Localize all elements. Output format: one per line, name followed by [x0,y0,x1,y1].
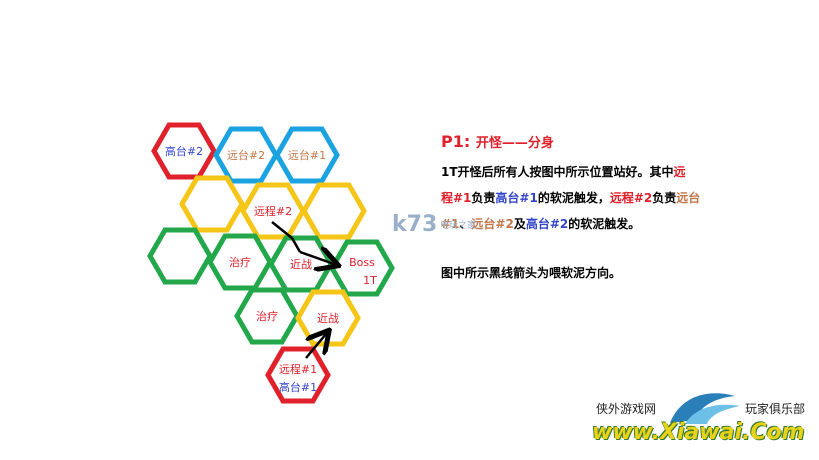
hex-label-secondary: 高台#1 [279,380,317,394]
hex-outline [274,126,340,184]
hex-label: 治疗 [256,309,278,323]
hex-cell [179,175,245,233]
phase-subtitle: 开怪——分身 [475,136,554,151]
desc-text: 、 [459,217,472,231]
feed-arrow-upper [271,221,293,239]
footer-club: 玩家俱乐部 [745,402,806,416]
hex-cell: 远台#1 [274,126,340,184]
hex-label: 治疗 [229,255,251,269]
hex-cell: 近战 [295,289,361,347]
desc-text: 高台#1 [495,191,538,205]
hex-outline [295,289,361,347]
hex-cell: 治疗 [207,233,273,291]
desc-text: 远程#2 [609,191,653,205]
hex-label: 近战 [290,258,312,271]
desc-text: 负责 [652,191,677,205]
desc-text: 1T开怪后所有人按图中所示位置站好。其中 [441,165,674,179]
hex-outline [213,126,279,184]
watermark-subtext: 电玩之家 [440,221,477,231]
hex-cell: 远程#1 高台#1 [265,346,331,404]
desc-text: #1 [441,217,460,231]
hex-cell: 远台#2 [213,126,279,184]
desc-text: 远 [673,165,686,179]
footer-site-name: 侠外游戏网 [596,402,657,416]
hex-label: 远程#2 [254,205,292,218]
hex-cell [301,182,367,240]
hex-cell: 远程#2 [240,182,306,240]
hex-label-secondary: 1T [363,274,377,287]
desc-text: 的软泥触发， [537,191,610,205]
hex-outline [179,175,245,233]
feed-arrow-upper-2 [290,237,302,253]
hex-outline [301,182,367,240]
hex-outline [147,227,213,285]
feed-arrow-lower [305,334,326,359]
desc-text: 负责 [471,191,496,205]
feed-arrow-upper-3 [299,252,334,264]
desc-text: 远台#2 [471,217,514,231]
hex-label: 远程#1 [279,363,317,376]
hex-label: Boss [349,256,375,269]
watermark-logo: k73 [392,212,438,237]
hex-label: 远台#2 [227,148,265,162]
hex-label: 远台#1 [288,148,326,162]
desc-text: 及 [513,217,526,231]
hex-cell: Boss 1T [329,239,395,297]
desc-text: 远台 [676,191,701,205]
hex-cell: 治疗 [234,287,300,345]
hex-outline [234,287,300,345]
desc-text: 程#1 [441,191,472,205]
desc-line-3: #1、远台#2及高台#2的软泥触发。 [441,215,640,232]
hex-cell: 高台#2 [151,122,217,180]
desc-line-1: 1T开怪后所有人按图中所示位置站好。其中远 [441,163,686,180]
hex-cell [147,227,213,285]
hex-cell: 近战 [268,235,334,293]
hex-label: 近战 [317,312,339,325]
desc-line-4: 图中所示黑线箭头为喂软泥方向。 [441,266,622,280]
phase-label: P1: [441,132,471,151]
hex-label: 高台#2 [165,144,203,158]
phase-title: P1: 开怪——分身 [441,132,554,151]
footer-site-url[interactable]: www.Xiawai.Com [592,420,805,445]
desc-text: 高台#2 [525,217,569,231]
desc-line-2: 程#1负责高台#1的软泥触发，远程#2负责远台 [441,189,700,206]
desc-text: 的软泥触发。 [568,217,641,231]
wave-logo-icon [670,393,740,424]
